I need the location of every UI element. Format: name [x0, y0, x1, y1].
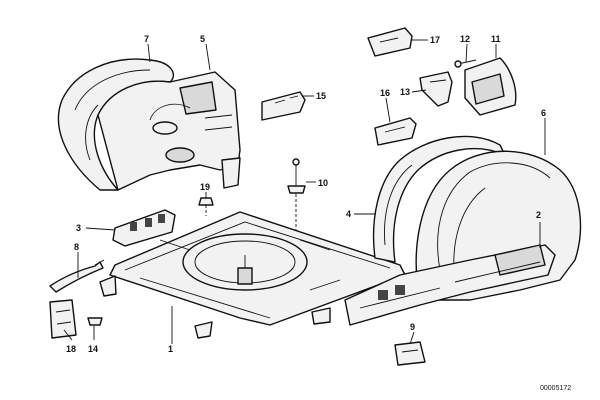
callout-1: 1	[168, 344, 173, 354]
callout-9: 9	[410, 322, 415, 332]
callout-5: 5	[200, 34, 205, 44]
callout-19: 19	[200, 182, 210, 192]
part-4-wheel-arch-inner-right	[372, 135, 506, 263]
part-1-trunk-floor	[99, 211, 406, 339]
part-16-bracket	[374, 117, 417, 146]
part-14-screw	[87, 317, 103, 326]
part-7-inner-wheel-arch-outer-left	[57, 58, 175, 191]
reference-code: 00005172	[540, 385, 571, 392]
callout-10: 10	[318, 178, 328, 188]
callout-8: 8	[74, 242, 79, 252]
callout-labels: 7 5 17 12 11 15 16 13 6 10 19 3 4 2 8 1 …	[66, 34, 546, 354]
leader-lines	[63, 39, 546, 345]
part-10-stud	[287, 158, 306, 194]
part-2-side-floor-right	[344, 244, 556, 326]
part-5-wheel-house-left	[97, 71, 241, 191]
part-17-bracket	[367, 27, 413, 57]
part-9-bracket	[394, 341, 426, 366]
callout-12: 12	[460, 34, 470, 44]
callout-6: 6	[541, 108, 546, 118]
callout-7: 7	[144, 34, 149, 44]
part-8-tube	[49, 259, 105, 293]
part-19-clip	[198, 197, 214, 206]
part-13-hinge	[419, 71, 453, 107]
part-18-seal	[49, 299, 77, 339]
callout-15: 15	[316, 91, 326, 101]
part-11-corner-panel	[464, 57, 517, 116]
part-12-screw	[454, 59, 477, 68]
callout-4: 4	[346, 209, 351, 219]
callout-3: 3	[76, 223, 81, 233]
callout-2: 2	[536, 210, 541, 220]
callout-11: 11	[491, 34, 501, 44]
callout-16: 16	[380, 88, 390, 98]
part-15-bracket	[261, 91, 306, 121]
callout-14: 14	[88, 344, 98, 354]
part-3-bracket	[112, 209, 176, 247]
callout-17: 17	[430, 35, 440, 45]
callout-13: 13	[400, 87, 410, 97]
callout-18: 18	[66, 344, 76, 354]
